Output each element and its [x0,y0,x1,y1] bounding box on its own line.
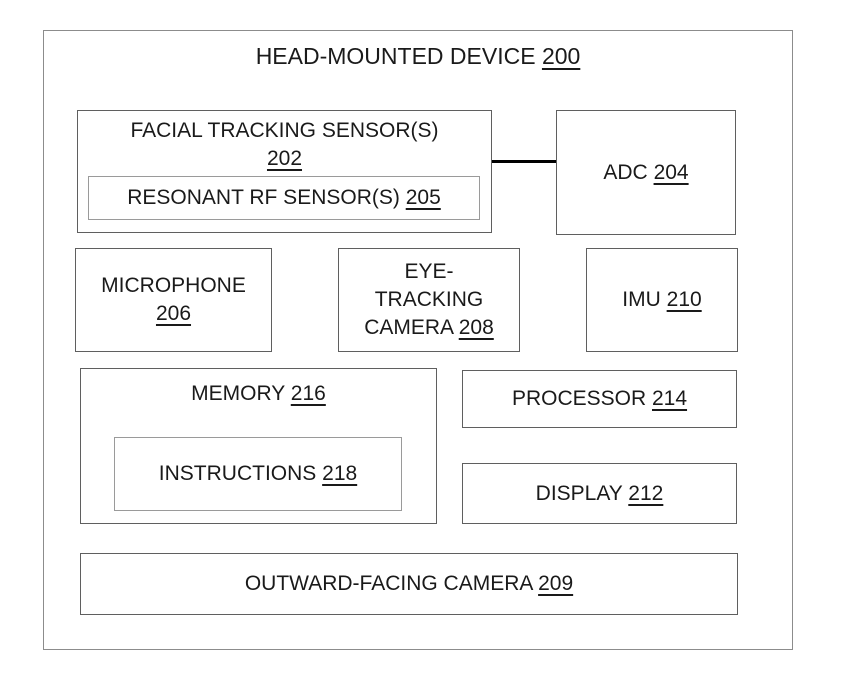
facial-tracking-sensor-label: FACIAL TRACKING SENSOR(S) [130,119,439,142]
facial-tracking-sensor-block: FACIAL TRACKING SENSOR(S) 202 RESONANT R… [77,110,492,233]
processor-block: PROCESSOR 214 [462,370,737,428]
imu-block: IMU 210 [586,248,738,352]
adc-label: ADC [603,160,648,184]
adc-ref: 204 [653,160,689,184]
eye-tracking-camera-ref: 208 [458,316,494,339]
facial-to-adc-connector-line [492,160,556,163]
display-label-line: DISPLAY 212 [536,480,664,508]
diagram-title: HEAD-MOUNTED DEVICE 200 [43,41,793,71]
adc-block: ADC 204 [556,110,736,235]
eye-tracking-camera-line2: TRACKING [374,288,484,311]
imu-label: IMU [622,288,661,311]
diagram-title-ref: 200 [541,43,581,69]
microphone-block: MICROPHONE 206 [75,248,272,352]
microphone-label: MICROPHONE [101,274,246,297]
outward-facing-camera-block: OUTWARD-FACING CAMERA 209 [80,553,738,615]
eye-tracking-camera-label: CAMERA [364,316,453,339]
eye-tracking-camera-block: EYE- TRACKING CAMERA 208 [338,248,520,352]
outward-facing-camera-ref: 209 [538,572,574,595]
display-ref: 212 [628,481,664,505]
memory-ref: 216 [290,382,326,405]
instructions-ref: 218 [322,462,358,485]
processor-label-line: PROCESSOR 214 [512,385,687,413]
diagram-title-label: HEAD-MOUNTED DEVICE [255,43,536,69]
display-block: DISPLAY 212 [462,463,737,524]
adc-label-line: ADC 204 [603,159,688,187]
instructions-label: INSTRUCTIONS [158,462,317,485]
imu-label-line: IMU 210 [622,286,701,314]
imu-ref: 210 [666,288,702,311]
processor-label: PROCESSOR [511,387,647,410]
memory-block: MEMORY 216 INSTRUCTIONS 218 [80,368,437,524]
outward-facing-camera-label-line: OUTWARD-FACING CAMERA 209 [245,570,573,598]
resonant-rf-sensor-ref: 205 [405,186,441,209]
eye-tracking-camera-line3: CAMERA 208 [364,314,494,342]
microphone-ref: 206 [155,302,192,325]
instructions-block: INSTRUCTIONS 218 [114,437,402,511]
eye-tracking-camera-line1: EYE- [404,260,454,283]
memory-label: MEMORY [191,382,285,405]
processor-ref: 214 [652,387,688,410]
resonant-rf-sensor-block: RESONANT RF SENSOR(S) 205 [88,176,480,220]
memory-label-line: MEMORY 216 [191,380,326,408]
display-label: DISPLAY [535,481,623,505]
facial-tracking-sensor-ref: 202 [266,147,303,170]
outward-facing-camera-label: OUTWARD-FACING CAMERA [244,572,533,595]
resonant-rf-sensor-label: RESONANT RF SENSOR(S) [127,186,400,209]
